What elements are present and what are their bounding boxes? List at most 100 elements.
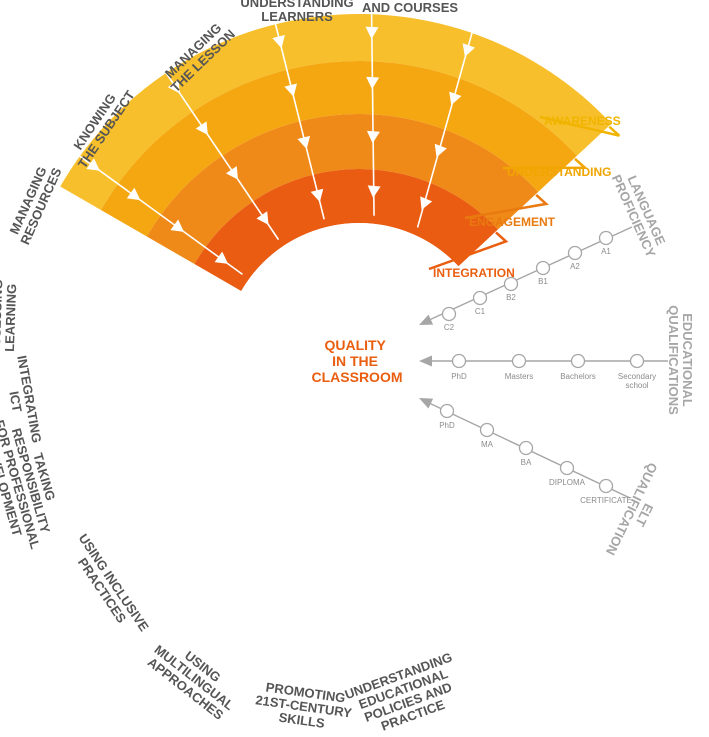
level-marker-understanding: UNDERSTANDING [502, 157, 611, 179]
axis-title-line: QUALIFICATIONS [666, 305, 681, 415]
arrowhead [52, 488, 67, 501]
level-marker-engagement: ENGAGEMENT [464, 193, 556, 229]
category-label-11: PROMOTING21ST-CENTURYSKILLS [253, 678, 355, 734]
arrowhead [167, 79, 180, 94]
spoke-line [136, 468, 268, 624]
axis-node [570, 353, 586, 369]
category-label-line: SKILLS [278, 710, 326, 731]
level-label: AWARENESS [544, 114, 621, 128]
arrowhead [86, 158, 100, 171]
axis-node-label: C2 [444, 323, 455, 332]
arrowhead [76, 372, 90, 386]
axis-title-line: EDUCATIONAL [680, 313, 695, 407]
arrowhead [170, 219, 185, 232]
center-label-line-2: IN THE [332, 353, 378, 369]
axis-node-label-line: Masters [505, 372, 533, 381]
arrowhead [297, 135, 311, 150]
spoke-line [165, 72, 280, 241]
axis-node-label-line: school [625, 381, 648, 390]
level-bracket [502, 157, 589, 170]
arrowhead [272, 34, 285, 49]
arrowhead [27, 375, 40, 389]
center-label: QUALITY IN THE CLASSROOM [312, 337, 403, 385]
axis-node-label: BA [521, 458, 532, 467]
spoke-1 [416, 21, 476, 228]
arrowhead [37, 261, 52, 274]
spoke-line [27, 263, 221, 321]
axis-node-label: PhD [451, 372, 467, 381]
spoke-line [14, 368, 216, 384]
arrowhead [346, 629, 360, 642]
arrowhead [85, 274, 100, 288]
spoke-line [79, 155, 243, 276]
spoke-9 [136, 468, 268, 624]
arrowhead [195, 121, 208, 135]
arrowhead [462, 43, 475, 57]
axis-node [518, 440, 534, 456]
level-label: UNDERSTANDING [507, 165, 611, 179]
category-label-9: USING INCLUSIVEPRACTICES [64, 531, 152, 642]
axis-node [629, 353, 645, 369]
axis-node [598, 230, 614, 246]
axis-arrowhead [419, 314, 434, 325]
arrowhead [296, 511, 309, 526]
axis-node-label-line: Bachelors [560, 372, 596, 381]
axis-node [451, 353, 467, 369]
arrowhead [185, 364, 198, 378]
axis-title: EDUCATIONALQUALIFICATIONS [666, 305, 695, 415]
axis-node-label-line: C2 [444, 323, 455, 332]
spoke-2 [365, 2, 381, 216]
axis-node-label: A2 [570, 262, 580, 271]
ring-awareness [60, 13, 612, 210]
axis-node [559, 460, 575, 476]
category-label-6: ASSESSINGLEARNING [0, 279, 19, 356]
arrowhead [365, 26, 379, 39]
category-label-1: PLANNINGLESSONSAND COURSES [362, 0, 458, 15]
axis-node-label-line: DIPLOMA [549, 478, 586, 487]
spoke-12 [405, 495, 448, 706]
axis-node-label: CERTIFICATE [580, 496, 632, 505]
arrowhead [405, 512, 419, 527]
arrowhead [172, 566, 186, 580]
spoke-line [274, 24, 325, 220]
category-label-line: LEARNERS [261, 9, 333, 24]
arrowhead [425, 619, 439, 634]
level-bracket [464, 193, 549, 220]
axis-node [598, 478, 614, 494]
arrowhead [350, 575, 364, 588]
axis-node-label-line: PhD [439, 421, 455, 430]
category-label-12: UNDERSTANDINGEDUCATIONALPOLICIES ANDPRAC… [343, 649, 469, 737]
axis-node-label: B2 [506, 293, 516, 302]
axis-node [441, 306, 457, 322]
category-spokes [14, 2, 476, 716]
level-marker-integration: INTEGRATION [428, 231, 515, 280]
arrowhead [310, 188, 324, 203]
spoke-10 [229, 495, 316, 680]
category-label-line: ICT [6, 390, 24, 413]
arrowhead [366, 76, 380, 90]
spoke-3 [272, 24, 325, 220]
axis-arrowhead [419, 398, 434, 409]
spoke-line [229, 495, 316, 680]
axis-title: ELTQUALIFICATION [603, 460, 673, 563]
axis-node-label: Bachelors [560, 372, 596, 381]
axis-node [535, 260, 551, 276]
axis-node-label-line: B2 [506, 293, 516, 302]
axis-node-label-line: A1 [601, 247, 611, 256]
level-marker-awareness: AWARENESS [539, 114, 621, 137]
axis-line [426, 226, 633, 322]
spoke-8 [43, 416, 228, 501]
center-label-line-3: CLASSROOM [312, 369, 403, 385]
arrowhead [140, 604, 154, 618]
arrowhead [126, 187, 141, 201]
level-bracket [428, 231, 509, 271]
axis-node-label: C1 [475, 307, 486, 316]
axis-node-label-line: CERTIFICATE [580, 496, 632, 505]
level-markers: AWARENESS UNDERSTANDING ENGAGEMENTINTEGRAT… [428, 114, 621, 280]
axis-node [439, 403, 455, 419]
axis-node-label: B1 [538, 277, 548, 286]
axis-node-label: DIPLOMA [549, 478, 586, 487]
